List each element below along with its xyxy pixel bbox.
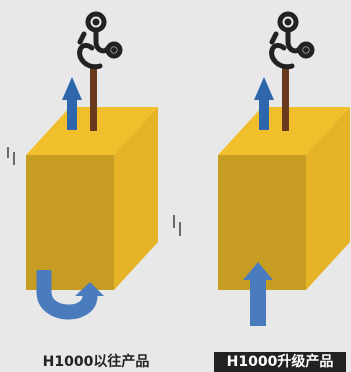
motion-marks-middle [173, 215, 181, 236]
left-cube-front [26, 155, 114, 290]
up-arrow-icon [254, 77, 274, 130]
left-panel [7, 11, 158, 320]
motion-marks-left [7, 147, 15, 165]
caption-previous-product: H1000以往产品 [42, 354, 150, 370]
right-panel [173, 11, 350, 326]
caption-upgraded-product: H1000升级产品 [214, 352, 346, 372]
right-cube-side [306, 107, 350, 290]
fishing-hook-icon [269, 11, 315, 70]
left-cube-side [114, 107, 158, 290]
up-arrow-icon [62, 77, 82, 130]
right-cube [218, 107, 350, 290]
left-cube [26, 107, 158, 290]
u-turn-arrow-icon [36, 270, 104, 320]
left-rod [90, 68, 97, 131]
fishing-hook-icon [77, 11, 123, 70]
up-arrow-icon [243, 262, 273, 326]
right-rod [282, 68, 289, 131]
